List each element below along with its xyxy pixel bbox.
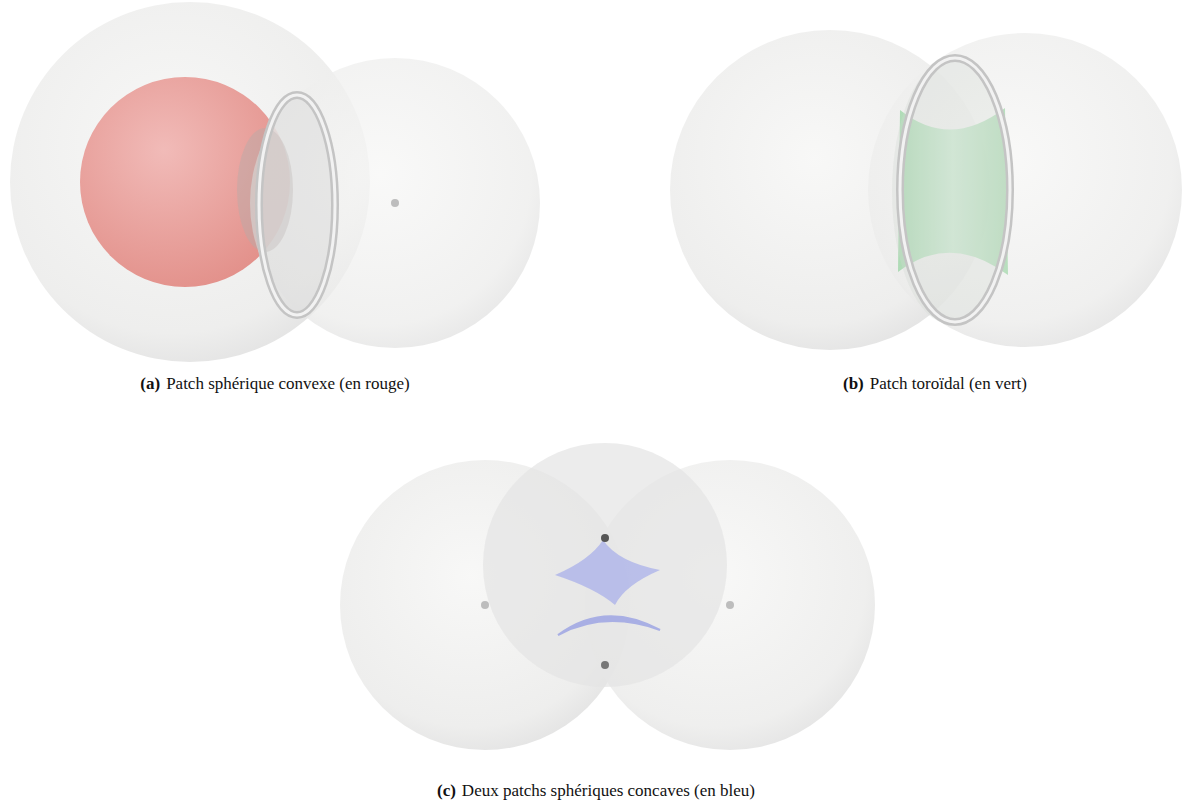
figure-a bbox=[10, 2, 540, 362]
caption-text: Patch sphérique convexe (en rouge) bbox=[166, 374, 410, 393]
subfigure-number: (b) bbox=[843, 374, 864, 393]
figure-b bbox=[670, 30, 1182, 350]
caption-text: Patch toroïdal (en vert) bbox=[870, 374, 1027, 393]
caption-text: Deux patchs sphériques concaves (en bleu… bbox=[462, 781, 755, 800]
subfigure-caption: (b) Patch toroïdal (en vert) bbox=[843, 374, 1027, 394]
figure-c bbox=[340, 443, 875, 750]
subfigure-number: (a) bbox=[140, 374, 160, 393]
subfigure-caption: (a) Patch sphérique convexe (en rouge) bbox=[140, 374, 409, 394]
subfigure-number: (c) bbox=[437, 781, 456, 800]
subfigure-caption: (c) Deux patchs sphériques concaves (en b… bbox=[437, 781, 755, 801]
